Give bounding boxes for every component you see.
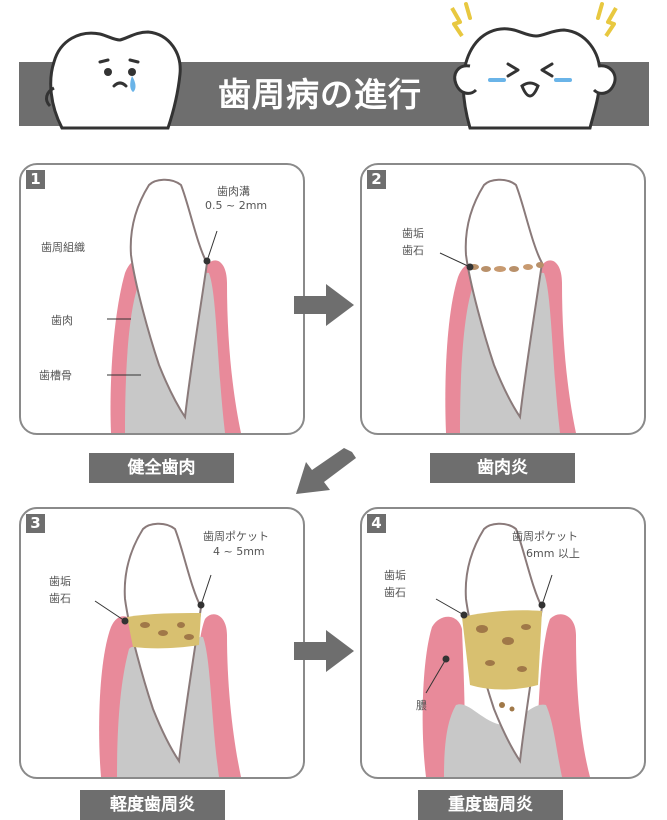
label-pocket: 歯周ポケット	[203, 530, 269, 543]
page-title: 歯周病の進行	[218, 75, 422, 114]
panel-number: 1	[26, 170, 45, 189]
panel-number: 2	[367, 170, 386, 189]
label-sulcus-depth: 0.5 ~ 2mm	[205, 199, 268, 212]
mild-periodontitis-illustration	[94, 522, 241, 777]
arrow-right-icon	[294, 284, 354, 326]
arrow-down-left-icon	[296, 448, 356, 494]
label-plaque: 歯垢	[402, 227, 424, 240]
label-gum: 歯肉	[51, 314, 73, 327]
panel-healthy-gum: 1 歯肉溝 0.5 ~ 2mm 歯周組織 歯肉 歯槽骨	[19, 163, 305, 435]
panel-gingivitis: 2 歯垢 歯石	[360, 163, 646, 435]
pained-tooth-character	[450, 2, 618, 130]
caption-mild-periodontitis: 軽度歯周炎	[80, 790, 225, 820]
label-pocket-depth: 6mm 以上	[526, 547, 580, 560]
label-plaque: 歯垢	[49, 575, 71, 588]
panel-number: 3	[26, 514, 45, 533]
arrow-right-icon	[294, 630, 354, 672]
panel-severe-periodontitis: 4 歯周ポケット 6mm 以上 歯垢 歯石 膿	[360, 507, 646, 779]
label-pocket-depth: 4 ~ 5mm	[213, 545, 265, 558]
caption-severe-periodontitis: 重度歯周炎	[418, 790, 563, 820]
caption-healthy-gum: 健全歯肉	[89, 453, 234, 483]
panel-number: 4	[367, 514, 386, 533]
crying-tooth-character	[45, 30, 182, 130]
panel-mild-periodontitis: 3 歯周ポケット 4 ~ 5mm 歯垢 歯石	[19, 507, 305, 779]
healthy-tooth-illustration	[107, 178, 241, 433]
caption-gingivitis: 歯肉炎	[430, 453, 575, 483]
label-periodontium: 歯周組織	[41, 241, 85, 254]
label-plaque: 歯垢	[384, 569, 406, 582]
label-tartar: 歯石	[384, 586, 406, 599]
label-sulcus: 歯肉溝	[217, 185, 250, 198]
gingivitis-tooth-illustration	[439, 178, 576, 433]
label-bone: 歯槽骨	[39, 369, 72, 382]
label-tartar: 歯石	[402, 244, 424, 257]
severe-periodontitis-illustration	[422, 522, 590, 777]
label-tartar: 歯石	[49, 592, 71, 605]
label-pocket: 歯周ポケット	[512, 530, 578, 543]
label-pus: 膿	[416, 699, 427, 712]
